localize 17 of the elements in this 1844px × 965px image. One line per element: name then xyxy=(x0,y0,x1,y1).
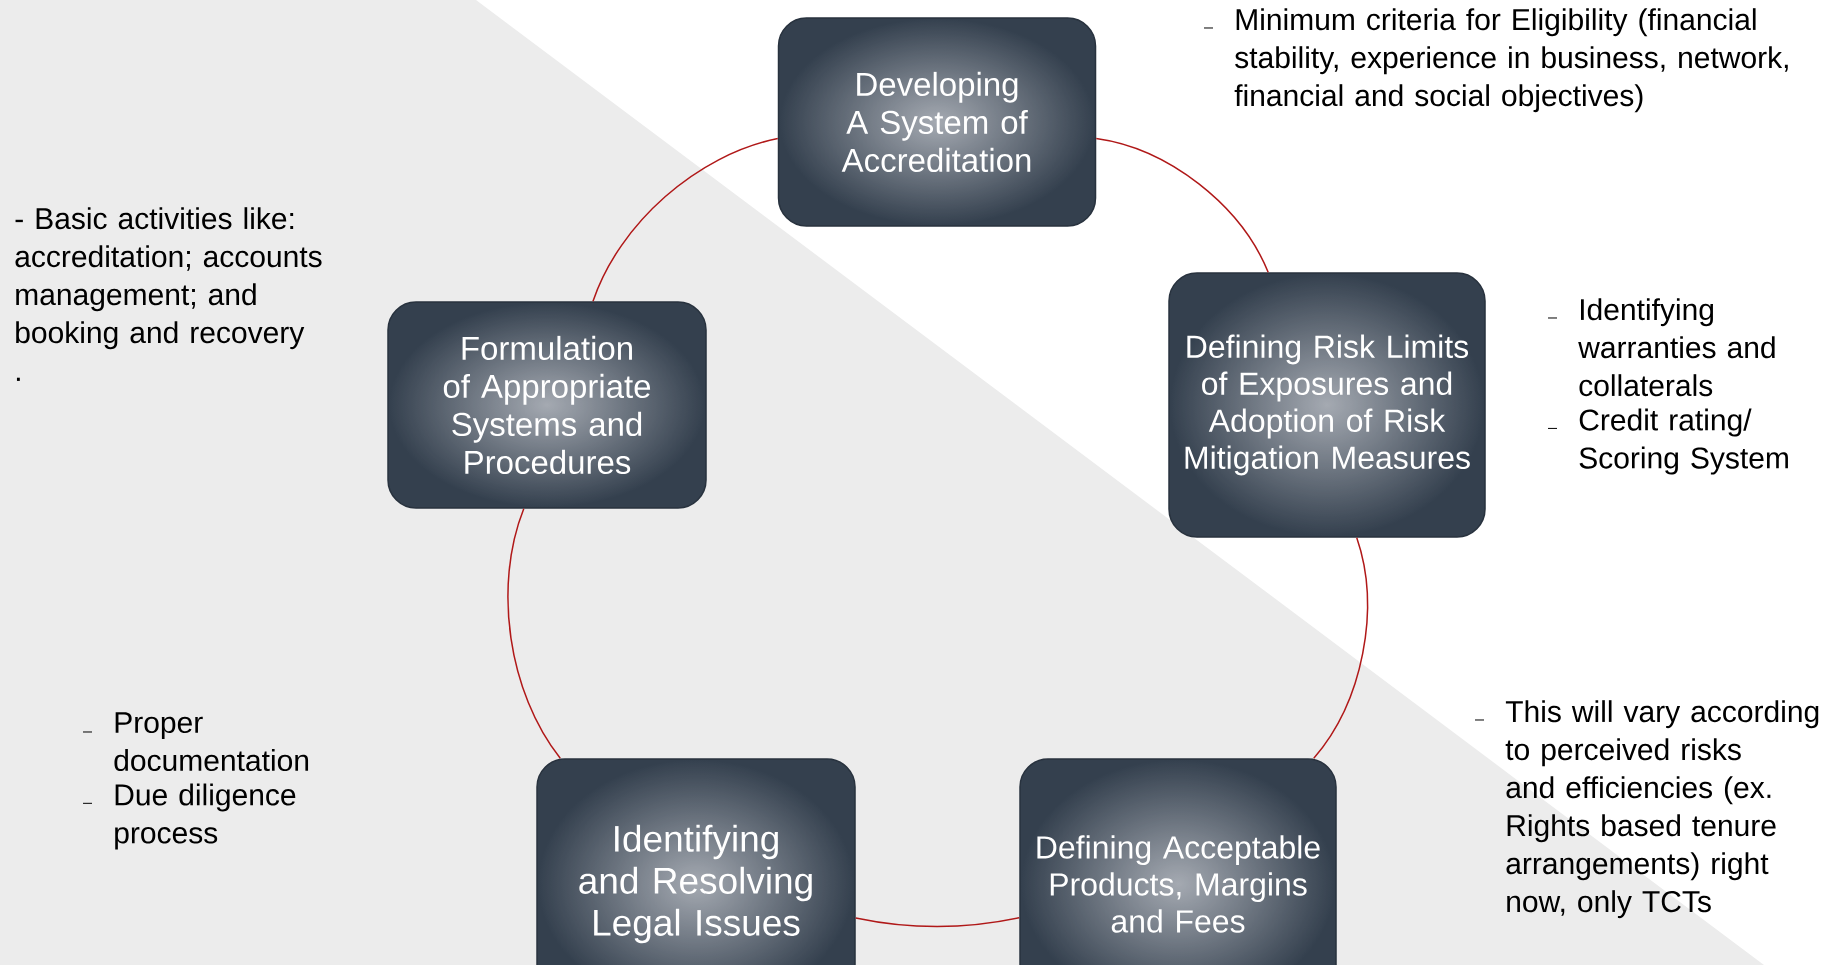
process-box: Defining Risk Limits of Exposures and Adoption of Risk Mitigation Measures xyxy=(1168,272,1486,538)
note-text: Minimum criteria for Eligibility (financial stability, experience in business, network, financial and social objectives) xyxy=(1234,8,1788,113)
note-text: Due diligence process xyxy=(115,783,296,850)
connector-arc xyxy=(507,508,561,759)
process-box: Identifying and Resolving Legal Issues xyxy=(536,758,856,965)
process-box: Formulation of Appropriate Systems and Procedures xyxy=(387,301,707,509)
note-text: Identifying warranties and collaterals xyxy=(1578,298,1775,397)
process-box: Defining Acceptable Products, Margins and Fees xyxy=(1019,758,1337,965)
note-text: Credit rating/ Scoring System xyxy=(1579,408,1788,475)
note-text: This will vary according to perceived risks and efficiencies (ex. Rights based tenure arrangements) right now, only TCTs xyxy=(1505,700,1819,919)
connector-arc xyxy=(855,916,1020,928)
note-text: - Basic activities like: accreditation; accounts management; and booking and recovery . xyxy=(15,207,322,381)
process-box: Developing A System of Accreditation xyxy=(777,17,1097,227)
connector-arc xyxy=(592,137,779,302)
connector-arc xyxy=(1313,537,1368,759)
connector-arc xyxy=(1095,137,1269,273)
note-text: Proper documentation xyxy=(114,712,309,772)
